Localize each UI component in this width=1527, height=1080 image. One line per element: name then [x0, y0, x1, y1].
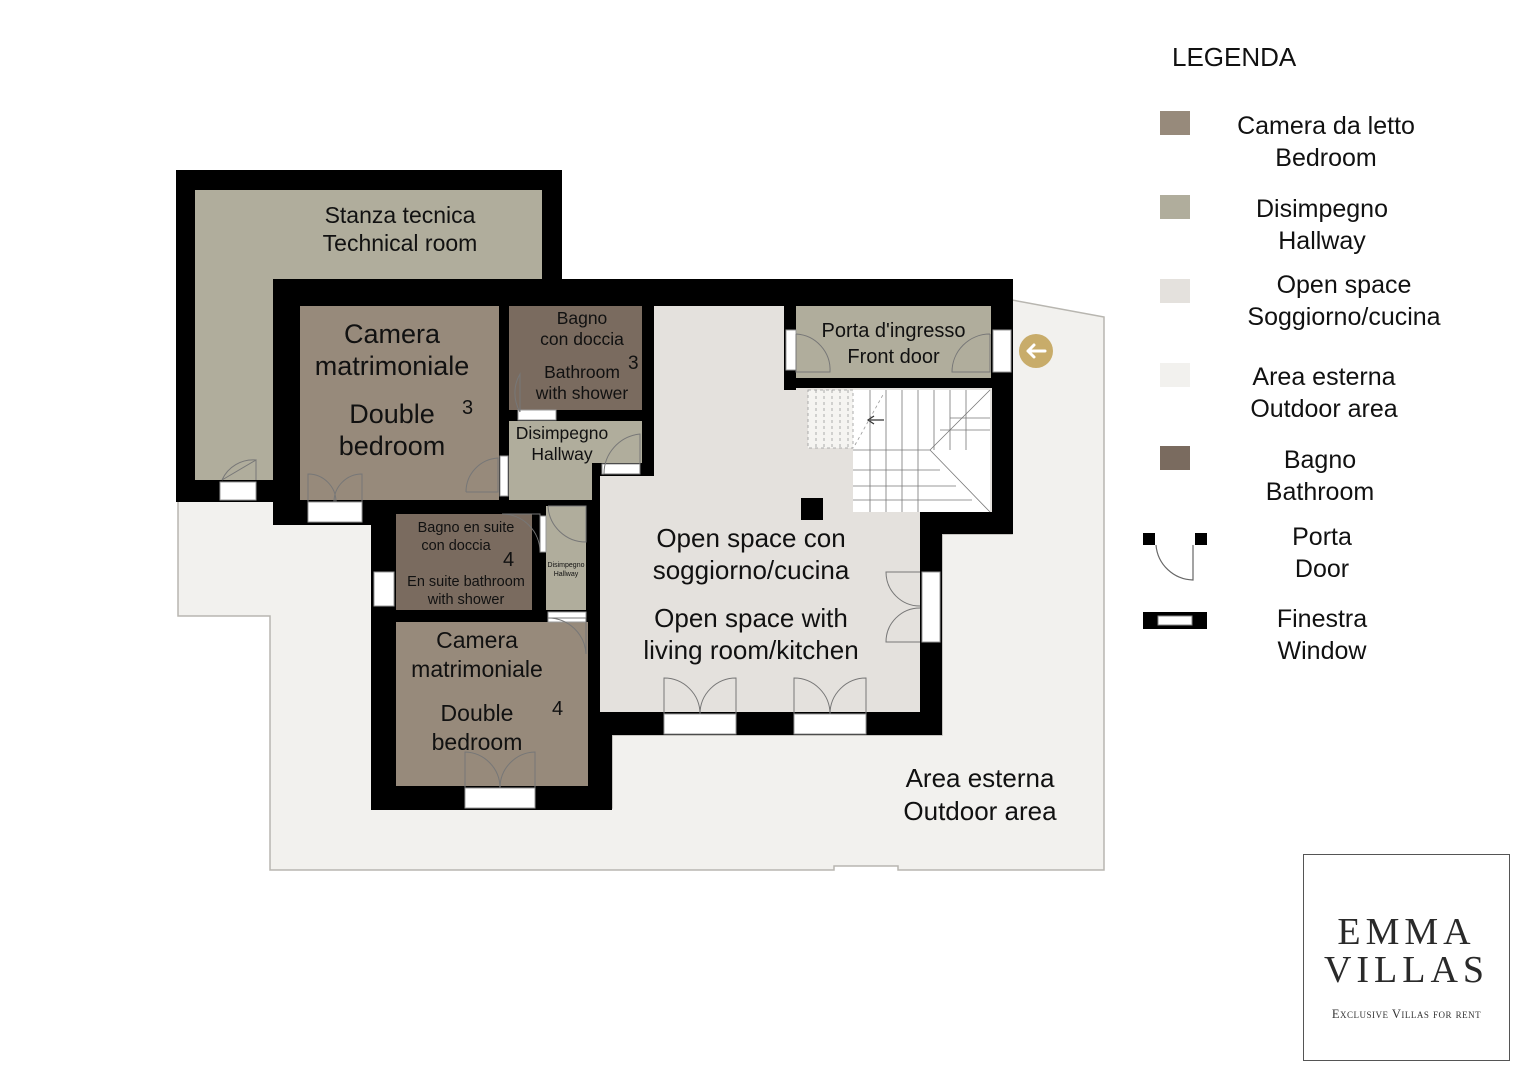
label-line: Area esterna	[905, 763, 1055, 793]
label-open-space: Open space con soggiorno/cucina Open spa…	[616, 522, 886, 666]
legend-item-bedroom: Camera da letto Bedroom	[1226, 110, 1426, 174]
label-line: Bagno	[556, 308, 608, 328]
label-line: Bathroom	[544, 362, 620, 382]
label-line: Disimpegno	[515, 423, 609, 443]
door-symbol-icon	[1143, 533, 1207, 581]
logo-box: EMMA VILLAS Exclusive Villas for rent	[1303, 854, 1510, 1061]
legend-line: Outdoor area	[1250, 395, 1398, 423]
legend-item-window: Finestra Window	[1222, 603, 1422, 667]
legend-line: Soggiorno/cucina	[1247, 303, 1441, 331]
room-hallway-a	[509, 421, 643, 500]
label-line: Hallway	[553, 571, 579, 578]
stair-arrow-icon	[866, 415, 884, 425]
label-line: soggiorno/cucina	[652, 555, 850, 585]
label-master-bedroom-4: Camera matrimoniale Double bedroom	[396, 626, 558, 757]
legend-line: Camera da letto	[1237, 112, 1415, 140]
label-line: matrimoniale	[411, 656, 543, 682]
label-hallway-b: Disimpegno Hallway	[544, 561, 588, 579]
room-master-bedroom-3	[300, 306, 499, 500]
label-line: Camera	[436, 627, 518, 653]
legend-item-door: Porta Door	[1222, 521, 1422, 585]
label-line: with shower	[427, 592, 505, 608]
legend-item-bathroom: Bagno Bathroom	[1220, 444, 1420, 508]
label-outdoor-area: Area esterna Outdoor area	[880, 762, 1080, 828]
legend-swatch-outdoor	[1160, 363, 1190, 387]
label-line: matrimoniale	[314, 351, 470, 381]
room-bathroom-3	[509, 306, 643, 410]
legend-line: Hallway	[1278, 227, 1366, 255]
legend-line: Bathroom	[1265, 478, 1375, 506]
window-symbol-icon	[1143, 612, 1207, 629]
label-line: bedroom	[338, 431, 446, 461]
label-front-door: Porta d'ingresso Front door	[796, 318, 991, 370]
room-number-3: 3	[462, 397, 474, 419]
wall-interior	[642, 306, 653, 476]
room-number-4: 4	[552, 698, 564, 720]
legend-line: Window	[1277, 637, 1367, 665]
label-line: Front door	[847, 346, 940, 368]
legend-line: Finestra	[1276, 605, 1368, 633]
room-number-3-bath: 3	[628, 353, 639, 374]
label-line: Double	[440, 700, 514, 726]
legend-item-open-space: Open space Soggiorno/cucina	[1234, 269, 1454, 333]
legend-item-outdoor: Area esterna Outdoor area	[1224, 361, 1424, 425]
logo-line-1: EMMA	[1337, 911, 1476, 953]
staircase	[853, 389, 991, 513]
label-line: Disimpegno	[547, 562, 585, 569]
windows	[219, 329, 1012, 809]
label-line: Open space con	[656, 523, 846, 553]
label-line: Technical room	[322, 230, 478, 257]
legend-line: Door	[1294, 555, 1350, 583]
label-line: bedroom	[431, 729, 523, 755]
wall-interior	[784, 376, 796, 390]
label-line: con doccia	[540, 329, 624, 349]
arrow-left-icon	[1026, 343, 1047, 359]
label-technical-room: Stanza tecnica Technical room	[300, 201, 500, 257]
room-number-4-bath: 4	[503, 549, 515, 571]
label-line: Porta d'ingresso	[821, 320, 966, 342]
label-line: Hallway	[531, 444, 593, 464]
legend-line: Bedroom	[1275, 144, 1377, 172]
room-technical	[195, 190, 542, 480]
legend-line: Bagno	[1283, 446, 1357, 474]
label-line: Bagno en suite	[417, 520, 515, 536]
label-line: Open space with	[654, 603, 848, 633]
room-master-bedroom-4	[396, 622, 588, 786]
label-line: Outdoor area	[903, 796, 1057, 826]
label-line: Double	[349, 399, 435, 429]
legend-line: Disimpegno	[1255, 195, 1388, 223]
legend-line: Open space	[1276, 271, 1412, 299]
legend-item-hallway: Disimpegno Hallway	[1222, 193, 1422, 257]
room-front-door	[796, 306, 991, 378]
label-line: Camera	[343, 319, 441, 349]
column	[801, 498, 823, 520]
legend-title: LEGENDA	[1172, 42, 1297, 72]
label-line: Stanza tecnica	[324, 202, 476, 228]
legend-line: Porta	[1292, 523, 1352, 551]
legend-line: Area esterna	[1252, 363, 1396, 391]
legend-swatch-bedroom	[1160, 111, 1190, 135]
label-ensuite-bathroom: Bagno en suite con doccia En suite bathr…	[396, 519, 536, 609]
label-line: with shower	[535, 383, 629, 403]
legend-swatch-bathroom	[1160, 446, 1190, 470]
label-hallway-a: Disimpegno Hallway	[505, 423, 619, 465]
label-bathroom-3: Bagno con doccia Bathroom with shower	[509, 308, 655, 404]
label-line: En suite bathroom	[407, 574, 525, 590]
label-master-bedroom-3: Camera matrimoniale Double bedroom	[300, 318, 484, 462]
legend-swatch-hallway	[1160, 195, 1190, 219]
room-ensuite-bathroom	[396, 514, 532, 610]
label-line: living room/kitchen	[643, 635, 859, 665]
legend-swatch-open-space	[1160, 279, 1190, 303]
label-line: con doccia	[421, 538, 491, 554]
staircase-upper	[807, 389, 885, 449]
logo-tagline: Exclusive Villas for rent	[1331, 1007, 1482, 1021]
door-swings	[221, 333, 991, 789]
logo-line-2: VILLAS	[1323, 949, 1490, 991]
